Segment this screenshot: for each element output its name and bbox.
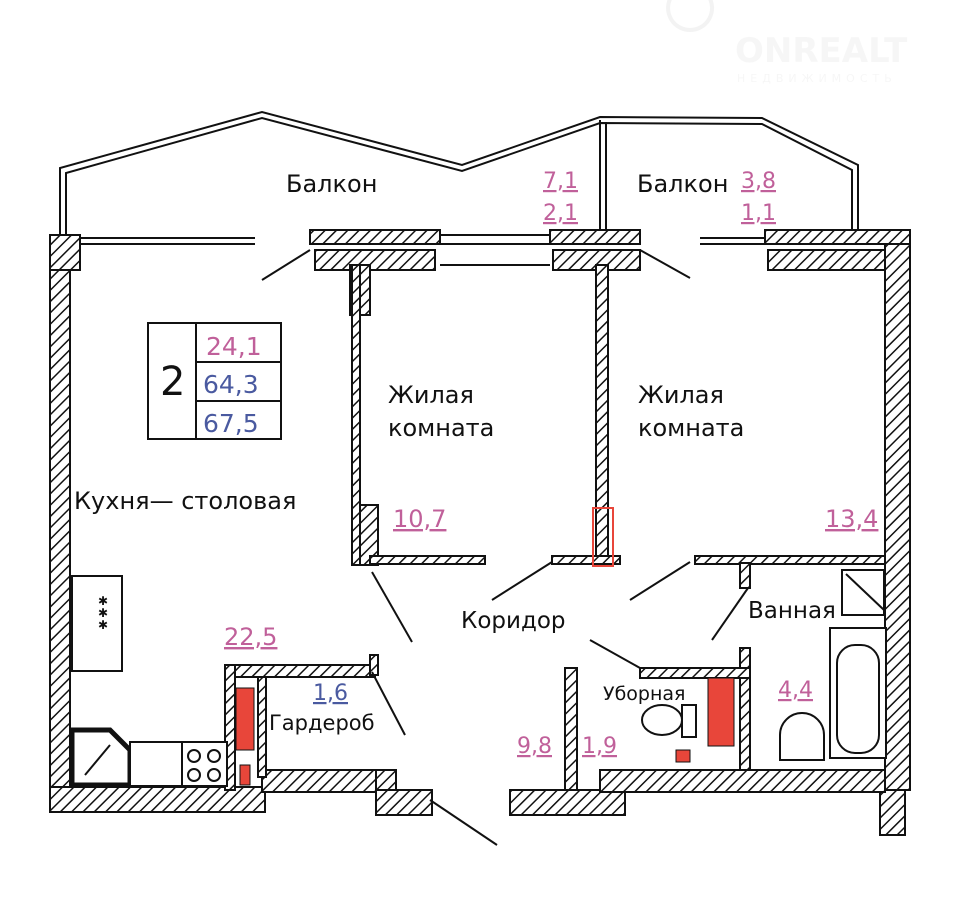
door-or-window-line — [261, 249, 311, 281]
wall-segment — [224, 664, 236, 791]
wall-segment — [564, 667, 578, 791]
wall-segment — [739, 647, 751, 771]
utility-risers — [235, 507, 735, 786]
door-or-window-line — [371, 571, 413, 643]
washbasin-icon — [779, 712, 825, 761]
wall-segment — [351, 264, 361, 566]
toilet-label: Уборная — [603, 683, 685, 705]
wardrobe-area: 1,6 — [313, 681, 348, 706]
wall-segment — [595, 264, 609, 566]
balcony-left-area: 7,1 — [543, 169, 578, 194]
wall-segment — [599, 769, 886, 793]
wall-segment — [369, 654, 379, 676]
walls — [49, 229, 911, 836]
wardrobe-label: Гардероб — [269, 711, 375, 735]
logo-tagline: НЕДВИЖИМОСТЬ — [737, 72, 897, 85]
cooktop — [71, 575, 123, 672]
corridor-area: 9,8 — [517, 734, 552, 759]
bedroom-2-area: 13,4 — [825, 505, 878, 533]
balcony-railing — [59, 110, 859, 240]
door-or-window-line — [711, 587, 749, 641]
door-or-window-line — [629, 561, 691, 601]
balcony-right-area-reduced: 1,1 — [741, 201, 776, 226]
counter — [129, 741, 183, 787]
svg-text:✱: ✱ — [98, 606, 108, 620]
living-area: 24,1 — [206, 332, 262, 361]
svg-text:✱: ✱ — [98, 594, 108, 608]
door-or-window-line — [491, 561, 553, 601]
wall-segment — [369, 555, 486, 565]
bathroom-area: 4,4 — [778, 678, 813, 703]
bedroom-1-area: 10,7 — [393, 505, 446, 533]
toilet-area: 1,9 — [582, 734, 617, 759]
door-or-window-line — [589, 639, 641, 669]
logo-watermark: ONREALT НЕДВИЖИМОСТЬ — [666, 0, 908, 85]
wall-segment — [739, 562, 751, 589]
svg-text:✱: ✱ — [98, 618, 108, 632]
wall-segment — [375, 789, 433, 816]
corridor-label: Коридор — [461, 608, 566, 634]
door-or-window-line — [371, 671, 406, 736]
pin-house-icon — [666, 0, 715, 32]
wall-segment — [639, 667, 751, 679]
wall-segment — [551, 555, 621, 565]
bedroom-1-label-1: Жилая — [388, 381, 474, 409]
door-or-window-line — [639, 249, 691, 279]
toilet-icon — [641, 704, 683, 736]
wall-segment — [261, 769, 381, 793]
sink-icon — [69, 727, 133, 788]
bathroom-label: Ванная — [748, 598, 836, 624]
bedroom-1-label-2: комната — [388, 414, 494, 442]
wall-segment — [49, 786, 266, 813]
summary-table: 2 24,1 64,3 67,5 — [147, 322, 282, 440]
balcony-left-area-reduced: 2,1 — [543, 201, 578, 226]
wall-segment — [49, 269, 71, 813]
total-area-balcony: 67,5 — [203, 409, 259, 438]
doors-windows — [80, 234, 765, 846]
wall-segment — [764, 229, 911, 245]
wall-segment — [257, 676, 267, 778]
kitchen-fixtures: ✱ ✱ ✱ — [69, 575, 228, 788]
door-or-window-line — [429, 799, 498, 846]
bedroom-2-label-1: Жилая — [638, 381, 724, 409]
bedroom-2-label-2: комната — [638, 414, 744, 442]
total-area: 64,3 — [203, 370, 259, 399]
wall-segment — [694, 555, 886, 565]
wall-segment — [314, 249, 436, 271]
balcony-left-label: Балкон — [286, 170, 377, 198]
wall-segment — [224, 664, 376, 678]
balcony-right-label: Балкон — [637, 170, 728, 198]
kitchen-label: Кухня— столовая — [74, 487, 296, 515]
bathroom-fixtures — [641, 569, 887, 761]
kitchen-area: 22,5 — [224, 623, 277, 651]
wall-segment — [509, 789, 626, 816]
wall-segment — [884, 243, 911, 791]
wall-segment — [49, 234, 81, 271]
wall-segment — [767, 249, 889, 271]
balcony-right-area: 3,8 — [741, 169, 776, 194]
room-count: 2 — [160, 359, 185, 405]
logo-brand: ONREALT — [735, 31, 908, 71]
wall-segment — [549, 229, 641, 245]
wall-segment — [309, 229, 441, 245]
wall-segment — [879, 789, 906, 836]
room-labels: Балкон 7,1 2,1 Балкон 3,8 1,1 Жилая комн… — [74, 169, 878, 759]
